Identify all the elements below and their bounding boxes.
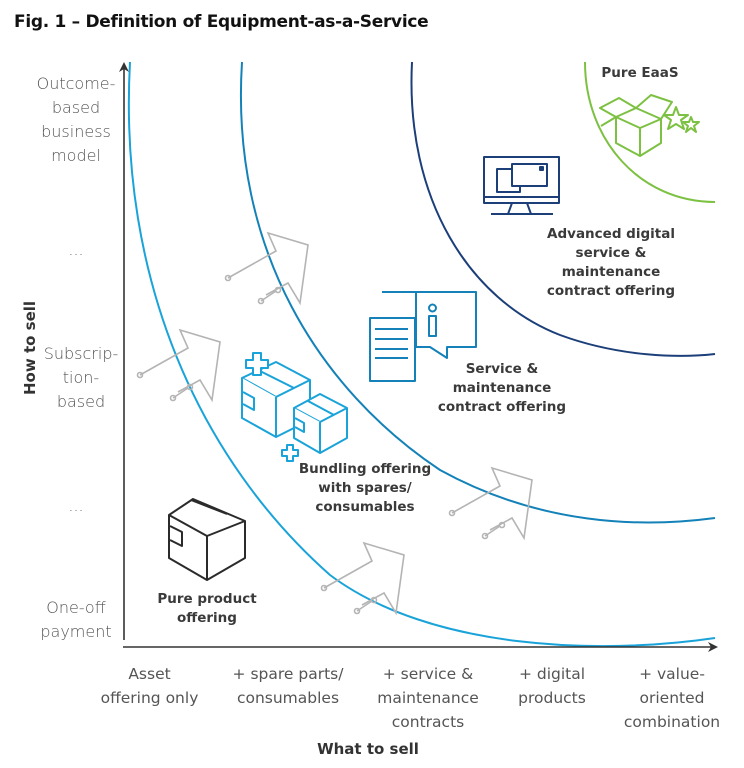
stage-label-line: consumables	[315, 499, 415, 515]
y-level-line: model	[51, 146, 101, 165]
x-level-line: Asset	[128, 665, 171, 683]
y-level-line: Subscrip-	[43, 344, 119, 363]
x-level-line: consumables	[236, 689, 340, 707]
x-level-line: + spare parts/	[232, 665, 344, 683]
x-level-line: + value-	[639, 665, 705, 683]
transition-arrow-icon	[320, 541, 405, 616]
stage-label-line: offering	[177, 610, 237, 626]
box-icon	[168, 498, 246, 581]
x-level-line: products	[518, 689, 586, 707]
x-level-line: offering only	[100, 689, 199, 707]
boundary-curve-1	[127, 61, 716, 648]
y-level-line: One-off	[46, 598, 106, 617]
y-level-line: based	[51, 98, 101, 117]
y-level-line: based	[56, 392, 106, 411]
boundary-curve-4	[584, 61, 716, 203]
x-level-line: oriented	[639, 689, 705, 707]
stage-label-line: with spares/	[318, 480, 412, 496]
stage-label-pure-product: Pure product offering	[142, 590, 272, 628]
y-level-line: Outcome-	[36, 74, 116, 93]
x-level-spare-parts: + spare parts/ consumables	[226, 662, 350, 710]
y-level-one-off-payment: One-off payment	[28, 596, 124, 644]
stage-label-line: Pure EaaS	[601, 65, 679, 81]
y-level-line: ...	[68, 496, 84, 515]
stage-label-pure-eaas: Pure EaaS	[590, 64, 690, 83]
stage-label-line: Advanced digital	[547, 226, 675, 242]
transition-arrow-icon	[136, 328, 221, 403]
x-level-line: contracts	[391, 713, 465, 731]
boxes-plus-icon	[241, 352, 348, 462]
boundary-curve-3	[410, 61, 716, 357]
y-axis-title: How to sell	[21, 300, 39, 395]
stage-label-line: maintenance	[561, 264, 661, 280]
stage-label-line: Service &	[465, 361, 539, 377]
x-level-value-oriented: + value- oriented combination	[614, 662, 730, 734]
y-level-line: payment	[40, 622, 112, 641]
figure-title: Fig. 1 – Definition of Equipment-as-a-Se…	[14, 12, 429, 32]
document-info-icon	[369, 291, 477, 382]
x-level-line: maintenance	[377, 689, 479, 707]
x-level-digital-products: + digital products	[504, 662, 600, 710]
x-level-line: + service &	[382, 665, 474, 683]
x-level-line: combination	[623, 713, 721, 731]
stage-label-line: Pure product	[157, 591, 257, 607]
open-box-stars-icon	[599, 94, 700, 157]
x-level-service-maintenance: + service & maintenance contracts	[368, 662, 488, 734]
stage-label-line: Bundling offering	[298, 461, 432, 477]
stage-label-bundling: Bundling offering with spares/ consumabl…	[295, 460, 435, 517]
transition-arrow-icon	[224, 231, 309, 306]
x-level-line: + digital	[518, 665, 586, 683]
stage-label-service-maintenance: Service & maintenance contract offering	[432, 360, 572, 417]
y-level-line: business	[41, 122, 111, 141]
y-level-line: tion-	[62, 368, 100, 387]
transition-arrow-icon	[448, 466, 533, 541]
y-level-ellipsis-lower: ...	[28, 494, 124, 518]
x-axis-title: What to sell	[317, 740, 419, 758]
stage-label-line: contract offering	[546, 283, 676, 299]
y-level-line: ...	[68, 240, 84, 259]
stage-label-advanced-digital: Advanced digital service & maintenance c…	[540, 225, 682, 301]
stage-label-line: maintenance	[452, 380, 552, 396]
stage-label-line: service &	[575, 245, 647, 261]
boundary-curve-2	[240, 61, 716, 524]
x-level-asset-offering: Asset offering only	[92, 662, 207, 710]
stage-label-line: contract offering	[437, 399, 567, 415]
monitor-icon	[483, 156, 560, 215]
y-level-subscription-based: Subscrip- tion- based	[38, 342, 124, 414]
y-level-ellipsis-upper: ...	[28, 238, 124, 262]
y-level-outcome-based: Outcome- based business model	[28, 72, 124, 168]
